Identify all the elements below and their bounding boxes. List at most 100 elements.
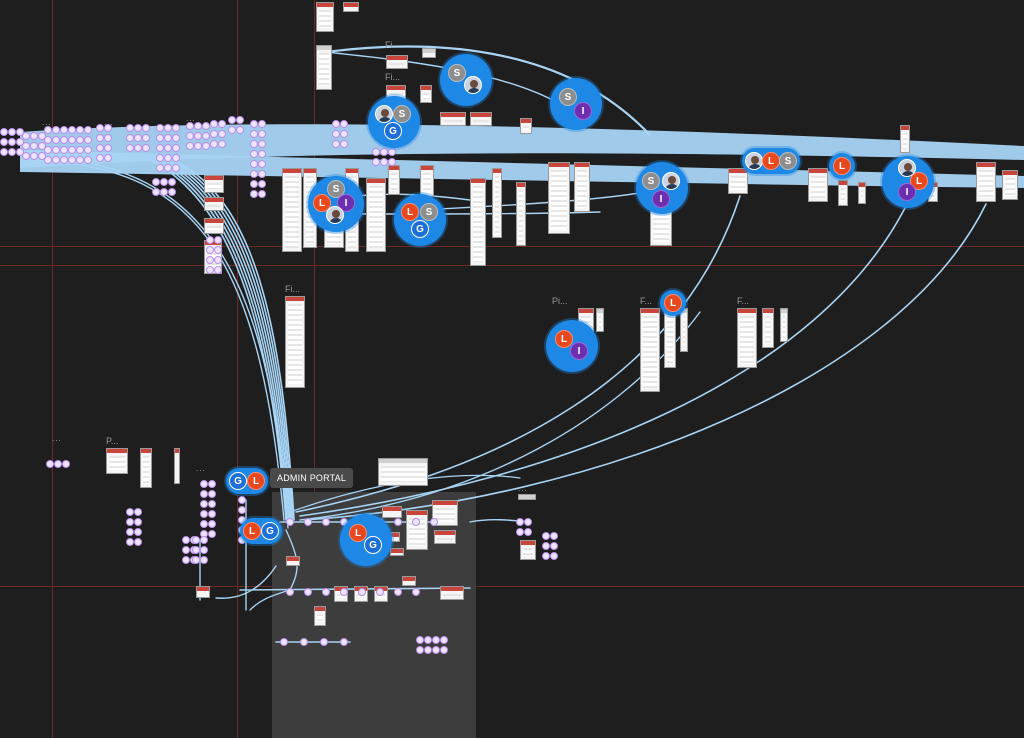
prototype-node[interactable] <box>0 128 8 136</box>
prototype-node[interactable] <box>172 144 180 152</box>
collaborator-cluster[interactable]: L S G <box>394 194 446 246</box>
prototype-node[interactable] <box>192 556 200 564</box>
prototype-node[interactable] <box>394 588 402 596</box>
prototype-node[interactable] <box>126 144 134 152</box>
prototype-node[interactable] <box>228 126 236 134</box>
prototype-node[interactable] <box>208 490 216 498</box>
prototype-node[interactable] <box>200 490 208 498</box>
prototype-node[interactable] <box>202 142 210 150</box>
prototype-node[interactable] <box>332 130 340 138</box>
prototype-node[interactable] <box>206 236 214 244</box>
prototype-node[interactable] <box>60 146 68 154</box>
prototype-node[interactable] <box>200 556 208 564</box>
frame-thumbnail[interactable] <box>386 55 408 69</box>
prototype-node[interactable] <box>182 546 190 554</box>
prototype-node[interactable] <box>194 122 202 130</box>
prototype-node[interactable] <box>126 518 134 526</box>
prototype-node[interactable] <box>236 116 244 124</box>
prototype-node[interactable] <box>134 134 142 142</box>
prototype-node[interactable] <box>104 124 112 132</box>
collaborator-cluster[interactable]: S I <box>636 162 688 214</box>
prototype-node[interactable] <box>44 126 52 134</box>
prototype-node[interactable] <box>432 636 440 644</box>
prototype-node[interactable] <box>516 528 524 536</box>
collaborator-cluster[interactable]: S G <box>368 96 420 148</box>
prototype-node[interactable] <box>172 154 180 162</box>
prototype-node[interactable] <box>104 144 112 152</box>
prototype-node[interactable] <box>8 128 16 136</box>
frame-thumbnail[interactable] <box>174 448 180 484</box>
prototype-node[interactable] <box>30 142 38 150</box>
prototype-node[interactable] <box>516 518 524 526</box>
prototype-node[interactable] <box>104 134 112 142</box>
frame-thumbnail[interactable] <box>780 308 788 342</box>
prototype-node[interactable] <box>192 546 200 554</box>
prototype-node[interactable] <box>186 122 194 130</box>
collaborator-cluster[interactable]: L G <box>340 514 392 566</box>
frame-thumbnail[interactable] <box>440 112 466 126</box>
prototype-node[interactable] <box>192 536 200 544</box>
prototype-node[interactable] <box>206 246 214 254</box>
prototype-node[interactable] <box>8 148 16 156</box>
frame-thumbnail[interactable] <box>516 182 526 246</box>
prototype-node[interactable] <box>208 480 216 488</box>
prototype-node[interactable] <box>250 120 258 128</box>
prototype-node[interactable] <box>258 140 266 148</box>
prototype-node[interactable] <box>60 136 68 144</box>
prototype-node[interactable] <box>152 178 160 186</box>
prototype-node[interactable] <box>76 126 84 134</box>
prototype-node[interactable] <box>172 124 180 132</box>
frame-thumbnail[interactable] <box>492 168 502 238</box>
prototype-node[interactable] <box>250 160 258 168</box>
frame-thumbnail[interactable] <box>664 308 676 368</box>
prototype-node[interactable] <box>340 638 348 646</box>
prototype-node[interactable] <box>156 164 164 172</box>
frame-thumbnail[interactable] <box>316 45 332 90</box>
prototype-node[interactable] <box>208 520 216 528</box>
prototype-node[interactable] <box>134 144 142 152</box>
frame-thumbnail[interactable] <box>434 530 456 544</box>
prototype-node[interactable] <box>22 132 30 140</box>
prototype-node[interactable] <box>156 154 164 162</box>
prototype-node[interactable] <box>258 190 266 198</box>
prototype-node[interactable] <box>164 154 172 162</box>
prototype-node[interactable] <box>44 146 52 154</box>
prototype-node[interactable] <box>182 536 190 544</box>
prototype-node[interactable] <box>84 136 92 144</box>
frame-thumbnail[interactable] <box>314 606 326 626</box>
prototype-node[interactable] <box>96 144 104 152</box>
prototype-node[interactable] <box>0 138 8 146</box>
frame-thumbnail[interactable] <box>596 308 604 332</box>
prototype-node[interactable] <box>142 134 150 142</box>
prototype-node[interactable] <box>134 528 142 536</box>
frame-thumbnail[interactable] <box>390 548 404 556</box>
frame-thumbnail[interactable] <box>900 125 910 153</box>
prototype-node[interactable] <box>304 588 312 596</box>
frame-thumbnail[interactable] <box>470 112 492 126</box>
prototype-node[interactable] <box>322 588 330 596</box>
prototype-node[interactable] <box>250 170 258 178</box>
frame-thumbnail[interactable] <box>574 162 590 212</box>
prototype-node[interactable] <box>126 508 134 516</box>
collaborator-cluster[interactable]: L S <box>742 148 800 174</box>
prototype-node[interactable] <box>68 126 76 134</box>
prototype-node[interactable] <box>218 130 226 138</box>
prototype-node[interactable] <box>134 538 142 546</box>
prototype-node[interactable] <box>68 136 76 144</box>
prototype-node[interactable] <box>194 142 202 150</box>
collaborator-cluster[interactable]: L <box>829 153 855 179</box>
prototype-node[interactable] <box>52 136 60 144</box>
prototype-node[interactable] <box>46 460 54 468</box>
prototype-node[interactable] <box>202 132 210 140</box>
prototype-node[interactable] <box>320 638 328 646</box>
prototype-node[interactable] <box>152 188 160 196</box>
prototype-node[interactable] <box>372 158 380 166</box>
prototype-node[interactable] <box>304 518 312 526</box>
frame-thumbnail[interactable] <box>285 296 305 388</box>
prototype-node[interactable] <box>524 528 532 536</box>
prototype-node[interactable] <box>218 140 226 148</box>
prototype-node[interactable] <box>30 132 38 140</box>
prototype-node[interactable] <box>200 480 208 488</box>
prototype-node[interactable] <box>542 532 550 540</box>
prototype-node[interactable] <box>126 134 134 142</box>
